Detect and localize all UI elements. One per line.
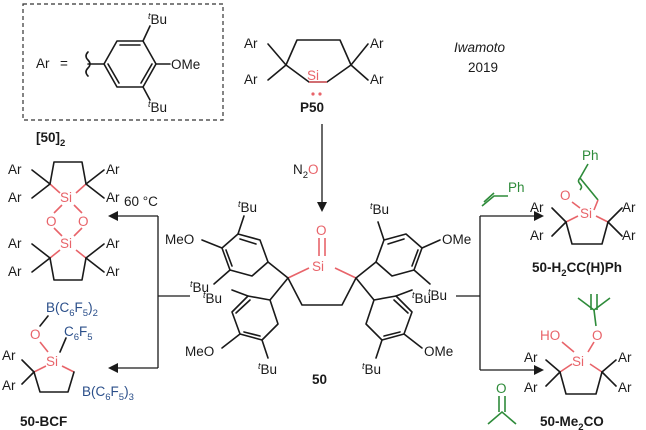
right-branch-arrows: Ph O: [456, 180, 544, 425]
dimer-o-1: O: [46, 214, 57, 229]
center-si: Si: [312, 259, 324, 274]
heat-condition: 60 °C: [124, 194, 158, 209]
dimer-si-1: Si: [60, 190, 72, 205]
bcf-c6f5: C6F5: [64, 324, 93, 343]
dimer-ar-7: Ar: [106, 236, 120, 251]
acetone-adduct-ar-1: Ar: [524, 350, 538, 365]
equals-sign: =: [60, 56, 68, 71]
center-meo-2: MeO: [185, 344, 214, 359]
center-ome-1: OMe: [442, 232, 471, 247]
citation-year: 2019: [468, 60, 498, 75]
dimer-ar-4: Ar: [106, 190, 120, 205]
center-tbu-6: tBu: [428, 287, 447, 303]
ome-label: OMe: [171, 57, 200, 72]
p50-ar-2: Ar: [244, 72, 258, 87]
dimer-o-2: O: [78, 214, 89, 229]
styrene-adduct-ar-2: Ar: [530, 228, 544, 243]
bcf-ar-2: Ar: [2, 378, 16, 393]
center-tbu-7: tBu: [412, 290, 431, 306]
citation-author: Iwamoto: [454, 40, 506, 55]
p50-ar-3: Ar: [370, 36, 384, 51]
styrene-ph: Ph: [508, 180, 525, 195]
center-tbu-5: tBu: [370, 201, 389, 217]
bcf-si: Si: [46, 354, 58, 369]
p50-structure: Si Ar Ar Ar Ar P50: [244, 36, 384, 115]
aryl-ring: [103, 40, 157, 88]
acetone-adduct-ar-4: Ar: [618, 380, 632, 395]
dimer-50-2: [50]2 Si Ar Ar Ar Ar O O Si Ar Ar Ar Ar: [8, 130, 120, 281]
dimer-ar-3: Ar: [106, 162, 120, 177]
n2o-label: N2O: [293, 162, 319, 181]
dimer-si-2: Si: [60, 236, 72, 251]
center-ome-2: OMe: [424, 344, 453, 359]
center-tbu-1: tBu: [238, 199, 257, 215]
styrene-adduct-ph: Ph: [582, 148, 599, 163]
adduct-50-styrene: Ph O Si Ar Ar Ar Ar 50-H2CC(H)Ph: [530, 148, 636, 279]
styrene-adduct-ar-1: Ar: [530, 200, 544, 215]
center-meo-1: MeO: [165, 232, 194, 247]
acetone-adduct-ho: HO: [540, 328, 560, 343]
center-o: O: [316, 223, 327, 238]
adduct-50-acetone: O HO Si Ar Ar Ar Ar 50-Me2CO: [524, 294, 632, 430]
adduct-50-bcf: B(C6F5)2 O Si C6F5 Ar Ar 50-BCF: [2, 300, 98, 429]
center-tbu-8: tBu: [362, 361, 381, 377]
styrene-adduct-o: O: [560, 188, 571, 203]
bcf-reagent: B(C6F5)3: [82, 384, 134, 403]
bcf-o: O: [30, 327, 41, 342]
ar-symbol: Ar: [36, 56, 50, 71]
acetone-adduct-ar-2: Ar: [524, 380, 538, 395]
dimer-ar-2: Ar: [8, 190, 22, 205]
styrene-adduct-ar-4: Ar: [622, 228, 636, 243]
dimer-ar-6: Ar: [8, 264, 22, 279]
acetone-adduct-ar-3: Ar: [618, 350, 632, 365]
bcf-boron: B(C6F5)2: [46, 300, 98, 319]
dimer-ar-5: Ar: [8, 236, 22, 251]
dimer-ar-1: Ar: [8, 162, 22, 177]
left-branch-arrows: 60 °C B(C6F5)3: [82, 194, 190, 403]
center-label: 50: [312, 372, 327, 387]
ar-definition-box: Ar = tBu OMe tBu: [22, 3, 224, 121]
styrene-adduct-si: Si: [580, 206, 592, 221]
tbu-top-label: tBu: [148, 11, 167, 27]
acetone-o: O: [496, 381, 507, 396]
bcf-ar-1: Ar: [2, 348, 16, 363]
p50-ar-4: Ar: [370, 72, 384, 87]
acetone-adduct-si: Si: [572, 354, 584, 369]
center-tbu-3: tBu: [203, 290, 222, 306]
center-tbu-2: tBu: [190, 279, 209, 295]
styrene-adduct-ar-3: Ar: [622, 200, 636, 215]
styrene-adduct-label: 50-H2CC(H)Ph: [532, 260, 622, 279]
p50-si: Si: [307, 68, 319, 83]
tbu-bottom-label: tBu: [148, 99, 167, 115]
acetone-adduct-o: O: [592, 328, 603, 343]
dimer-ar-8: Ar: [106, 264, 120, 279]
dimer-label: [50]2: [36, 130, 65, 149]
silanone-50: O Si tBu MeO tBu tBu MeO tBu tBu: [165, 199, 471, 387]
p50-label: P50: [300, 100, 324, 115]
p50-ar-1: Ar: [244, 36, 258, 51]
bcf-label: 50-BCF: [20, 414, 67, 429]
acetone-adduct-label: 50-Me2CO: [540, 414, 604, 430]
n2o-step: N2O: [293, 124, 327, 212]
center-tbu-4: tBu: [258, 361, 277, 377]
